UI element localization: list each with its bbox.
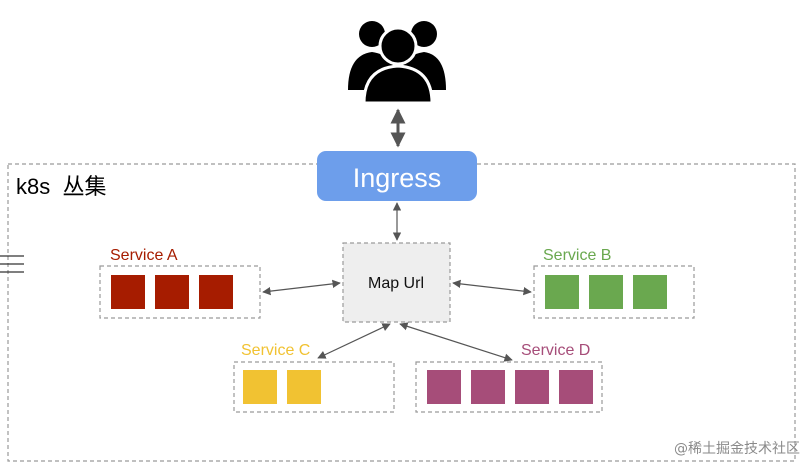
mapurl-service-d-arrow xyxy=(399,322,513,362)
service-c-pod xyxy=(287,370,321,404)
service-b-pod xyxy=(545,275,579,309)
mapurl-service-b-arrow xyxy=(452,279,532,296)
left-edge-marks xyxy=(0,255,24,273)
cluster-label: k8s 丛集 xyxy=(16,174,106,199)
service-c-pods xyxy=(243,370,321,404)
service-d-label: Service D xyxy=(521,342,590,359)
service-b-pod xyxy=(589,275,623,309)
users-group-icon xyxy=(348,21,446,105)
mapurl-service-a-arrow xyxy=(262,279,341,296)
service-d-pod xyxy=(471,370,505,404)
service-d-pod xyxy=(559,370,593,404)
service-d-box xyxy=(415,361,603,413)
service-a-box xyxy=(99,265,261,319)
service-a-pod xyxy=(199,275,233,309)
service-b-box xyxy=(533,265,695,319)
service-a-pod xyxy=(111,275,145,309)
mapurl-service-c-arrow xyxy=(317,323,391,359)
service-b-pod xyxy=(633,275,667,309)
service-c-label: Service C xyxy=(241,342,310,359)
service-a-pods xyxy=(111,275,233,309)
service-c-pod xyxy=(243,370,277,404)
ingress-label: Ingress xyxy=(353,163,442,193)
service-d-pod xyxy=(427,370,461,404)
service-a-label: Service A xyxy=(110,247,178,264)
map-url-box xyxy=(342,242,451,323)
watermark-text: @稀土掘金技术社区 xyxy=(674,441,800,457)
service-b-label: Service B xyxy=(543,247,611,264)
service-a-pod xyxy=(155,275,189,309)
service-c-box xyxy=(233,361,395,413)
map-url-label: Map Url xyxy=(368,275,424,292)
ingress-box xyxy=(317,151,477,201)
service-d-pods xyxy=(427,370,593,404)
service-d-pod xyxy=(515,370,549,404)
service-b-pods xyxy=(545,275,667,309)
